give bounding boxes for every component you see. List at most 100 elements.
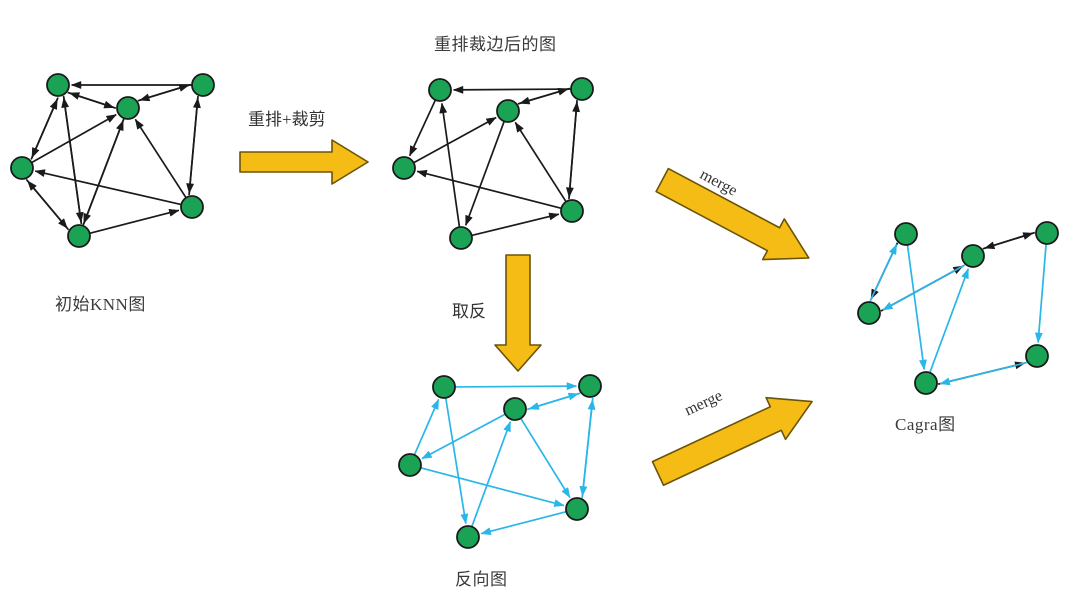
graph-edge-arrowhead <box>27 180 37 191</box>
graph-edge-arrowhead <box>1022 232 1034 240</box>
graph-edge-arrowhead <box>553 499 565 507</box>
graph-edge-arrowhead <box>71 81 82 89</box>
graph-edge <box>471 421 512 527</box>
graph-edge-arrowhead <box>961 268 969 280</box>
graph-edge-arrowhead <box>480 527 492 536</box>
graph-edge-arrowhead <box>178 84 190 92</box>
block-arrow-invert <box>494 254 542 372</box>
graph-node <box>392 156 416 180</box>
graph-edge-arrowhead <box>453 85 464 94</box>
block-arrow-rearrange-prune <box>239 139 369 185</box>
graph-edge-arrowhead <box>135 119 144 130</box>
graph-edge-arrowhead <box>503 421 511 433</box>
graph-node <box>432 375 456 399</box>
graph-edge <box>31 113 117 164</box>
graph-node <box>456 525 480 549</box>
graph-edge <box>34 170 181 206</box>
graph-node <box>961 244 985 268</box>
graph-edge-arrowhead <box>34 169 46 177</box>
caption-cagra: Cagra图 <box>895 415 956 434</box>
graph-edge <box>26 180 70 231</box>
graph-node <box>398 453 422 477</box>
graph-node <box>428 78 452 102</box>
graph-node <box>565 497 589 521</box>
graph-edge <box>939 361 1027 385</box>
graph-node <box>1025 344 1049 368</box>
block-arrow-merge-bottom <box>651 396 813 487</box>
graph-edge-arrowhead <box>528 402 540 410</box>
graph-edge <box>1037 244 1047 343</box>
graph-edge-arrowhead <box>882 302 894 311</box>
node-layer <box>857 221 1059 395</box>
graph-edge <box>906 245 926 370</box>
graph-node <box>857 301 881 325</box>
block-arrow-merge-top <box>655 167 810 261</box>
graph-edge <box>514 121 567 202</box>
graph-node <box>496 99 520 123</box>
graph-edge <box>420 467 565 507</box>
graph-node <box>449 226 473 250</box>
graph-edge-arrowhead <box>69 92 80 100</box>
graph-edge <box>89 209 180 234</box>
graph-initial-knn <box>10 73 215 248</box>
graph-edge-arrowhead <box>939 377 951 386</box>
graph-edge <box>421 413 506 460</box>
graph-node <box>894 222 918 246</box>
caption-initial-knn: 初始KNN图 <box>55 295 146 314</box>
graph-edge-arrowhead <box>465 214 473 226</box>
edge-layer <box>869 231 1047 386</box>
graph-edge <box>520 418 571 498</box>
graph-edge <box>581 397 594 497</box>
graph-edge-arrowhead <box>561 487 571 498</box>
graph-edge <box>441 103 461 227</box>
graph-edge-arrowhead <box>416 169 428 178</box>
graph-node <box>10 156 34 180</box>
graph-node <box>560 199 584 223</box>
graph-edge <box>453 88 571 91</box>
edge-layer <box>408 85 580 237</box>
node-layer <box>10 73 215 248</box>
graph-node <box>191 73 215 97</box>
graph-node <box>46 73 70 97</box>
graph-edge <box>413 399 440 455</box>
graph-edge-arrowhead <box>566 382 577 391</box>
graph-edge-arrowhead <box>1035 332 1043 343</box>
graph-edge <box>929 268 970 373</box>
arrow-label-invert: 取反 <box>452 302 486 321</box>
graph-node <box>116 96 140 120</box>
graph-node <box>570 77 594 101</box>
graph-edge-arrowhead <box>31 147 40 158</box>
graph-edge <box>188 98 199 196</box>
graph-edge-arrowhead <box>572 101 580 113</box>
graph-edge <box>416 170 562 209</box>
graph-edge <box>455 385 577 388</box>
graph-edge-arrowhead <box>889 244 897 255</box>
graph-edge <box>62 95 82 223</box>
graph-edge <box>471 213 560 237</box>
graph-edge-arrowhead <box>168 208 180 217</box>
graph-edge-arrowhead <box>557 88 569 96</box>
graph-edge <box>464 121 505 226</box>
arrow-label-rearrange-prune: 重排+裁剪 <box>248 110 326 129</box>
graph-edge-arrowhead <box>431 399 439 410</box>
node-layer <box>398 374 602 549</box>
graph-edge <box>413 116 497 164</box>
graph-edge-arrowhead <box>919 359 927 370</box>
node-layer <box>392 77 594 250</box>
graph-edge-arrowhead <box>75 211 84 223</box>
graph-node <box>578 374 602 398</box>
graph-edge <box>444 398 467 524</box>
graph-edge-arrowhead <box>548 212 560 221</box>
graph-edge <box>869 244 898 302</box>
graph-edge <box>882 264 966 311</box>
graph-edge-arrowhead <box>421 450 433 459</box>
graph-edge <box>134 118 187 198</box>
graph-edge <box>83 118 125 224</box>
graph-node <box>503 397 527 421</box>
graph-edge-arrowhead <box>439 103 448 114</box>
graph-edge <box>568 102 578 200</box>
graph-edge-arrowhead <box>460 513 469 524</box>
